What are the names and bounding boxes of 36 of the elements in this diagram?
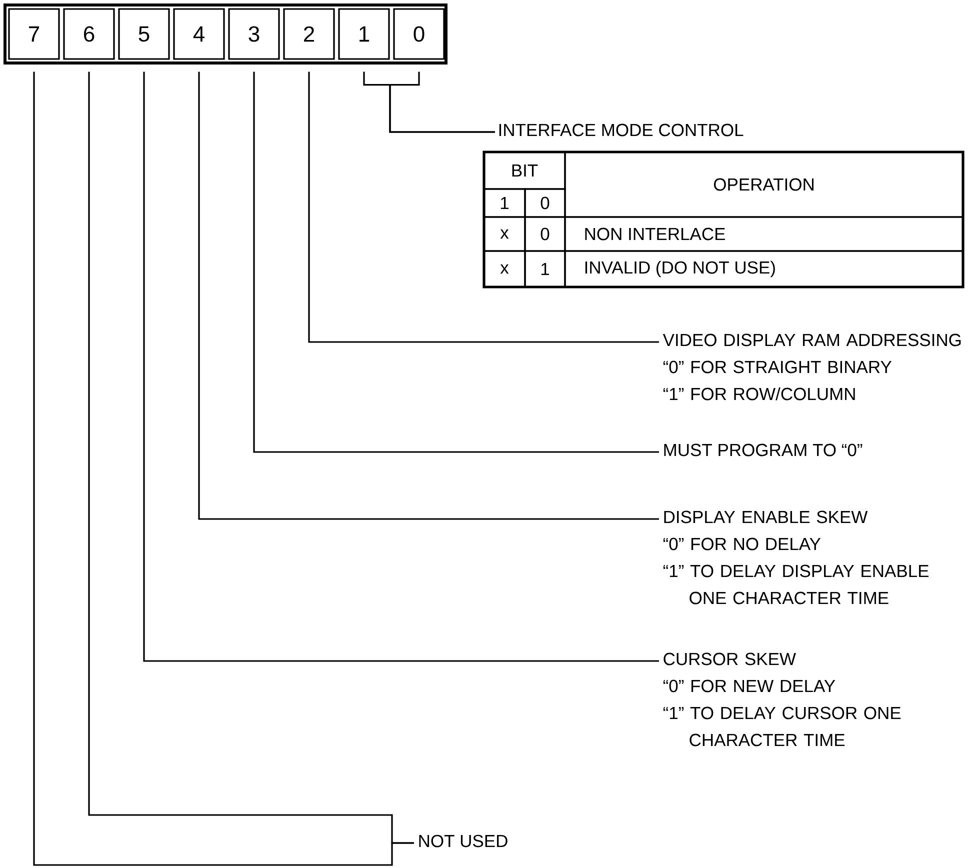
bit-cell: 6 <box>63 8 115 60</box>
table-cell: NON INTERLACE <box>564 216 964 252</box>
description-text: DISPLAY ENABLE SKEW <box>664 510 868 524</box>
description-text: “1” TO DELAY DISPLAY ENABLE ONE CHARACTER TIME <box>663 564 928 604</box>
leader-line <box>389 72 495 133</box>
table-cell: 0 <box>524 216 566 252</box>
table-cell: x <box>483 250 526 288</box>
bit-cell: 7 <box>8 8 60 60</box>
bit-cell: 0 <box>393 8 445 60</box>
leader-line <box>33 72 414 866</box>
bit-cell: 2 <box>283 8 335 60</box>
field-label: INTERFACE MODE CONTROL <box>499 124 744 136</box>
description-text: “0” FOR NO DELAY <box>663 538 821 550</box>
leader-line <box>253 72 659 453</box>
description-text: VIDEO DISPLAY RAM ADDRESSING <box>662 334 961 346</box>
bit-cell: 4 <box>173 8 225 60</box>
description-text: “1” FOR ROW/COLUMN <box>663 387 855 400</box>
description-text: “0” FOR NEW DELAY <box>663 680 836 692</box>
bit-cell: 1 <box>338 8 390 60</box>
table-cell: 1 <box>524 250 566 288</box>
table-cell: INVALID (DO NOT USE) <box>564 250 964 288</box>
table-cell: 1 <box>483 188 526 218</box>
leader-line <box>198 72 659 520</box>
bit-cell: 3 <box>228 8 280 60</box>
table-cell: 0 <box>524 188 566 218</box>
description-text: “1” TO DELAY CURSOR ONE CHARACTER TIME <box>663 706 901 746</box>
leader-line <box>143 72 659 662</box>
field-label: MUST PROGRAM TO “0” <box>664 444 862 456</box>
description-text: “0” FOR STRAIGHT BINARY <box>663 360 892 374</box>
field-label: NOT USED <box>419 834 508 848</box>
label: OPERATION <box>714 178 814 191</box>
label: BIT <box>512 164 538 177</box>
table-cell: x <box>483 216 526 252</box>
description-text: CURSOR SKEW <box>664 652 796 666</box>
bit-cell: 5 <box>118 8 170 60</box>
leader-line <box>308 72 659 343</box>
